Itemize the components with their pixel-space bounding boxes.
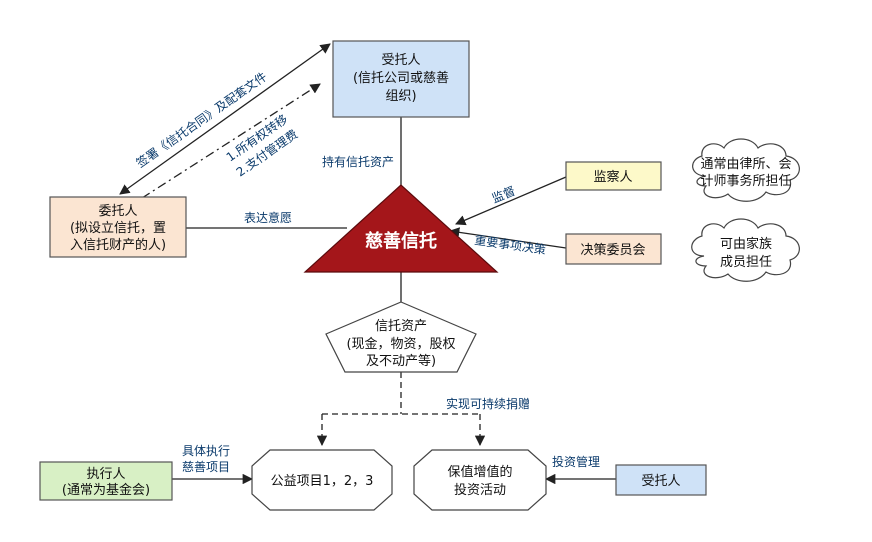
committee-node: 决策委员会 [565, 233, 662, 265]
sustainable-donation-label: 实现可持续捐赠 [446, 396, 530, 411]
trustee-top-line-3: 组织) [385, 89, 416, 104]
investment-line-2: 投资活动 [454, 482, 506, 498]
execute-projects-label-1: 具体执行 [182, 444, 230, 458]
major-decisions-label: 重要事项决策 [474, 233, 547, 257]
settlor-line-1: 委托人 [98, 204, 137, 219]
executor-node: 执行人 (通常为基金会) [39, 461, 173, 501]
execute-projects-label-2: 慈善项目 [182, 459, 230, 474]
committee-label: 决策委员会 [580, 242, 645, 258]
decision-arrow [448, 227, 567, 249]
ownership-transfer-arrow [141, 83, 321, 199]
settlor-line-3: 入信托财产的人) [70, 237, 166, 253]
executor-line-2: (通常为基金会) [62, 482, 150, 498]
cloud-committee-line-1: 可由家族 [720, 236, 772, 252]
hold-assets-label: 持有信托资产 [322, 154, 394, 169]
donation-dashed-branch [322, 372, 480, 415]
public-projects-label: 公益项目1，2，3 [271, 474, 374, 489]
cloud-committee-line-2: 成员担任 [720, 255, 772, 270]
public-projects-node: 公益项目1，2，3 [251, 449, 393, 511]
supervise-arrow [455, 176, 567, 226]
investment-line-1: 保值增值的 [447, 464, 512, 480]
supervisor-node: 监察人 [565, 161, 662, 191]
sign-contract-arrow [119, 43, 331, 195]
trust-assets-line-3: 及不动产等) [366, 353, 436, 369]
trust-assets-line-1: 信托资产 [375, 319, 427, 334]
supervise-label: 监督 [490, 183, 518, 206]
trustee-top-line-1: 受托人 [381, 53, 420, 68]
invest-management-label: 投资管理 [552, 454, 600, 469]
charity-trust-label: 慈善信托 [365, 230, 437, 252]
charity-trust-node: 慈善信托 [303, 184, 499, 273]
trustee-bottom-node: 受托人 [615, 464, 707, 496]
cloud-supervisor-line-2: 计师事务所担任 [700, 173, 791, 189]
cloud-supervisor-line-1: 通常由律所、会 [700, 157, 791, 172]
sign-contract-label: 签署《信托合同》及配套文件 [133, 69, 269, 171]
express-wish-label: 表达意愿 [244, 210, 292, 225]
supervisor-label: 监察人 [593, 170, 632, 185]
settlor-line-2: (拟设立信托，置 [70, 221, 166, 236]
executor-line-1: 执行人 [86, 467, 125, 482]
trustee-top-node: 受托人 (信托公司或慈善 组织) [332, 40, 470, 118]
investment-node: 保值增值的 投资活动 [413, 449, 547, 511]
trustee-top-line-2: (信托公司或慈善 [353, 70, 449, 86]
settlor-node: 委托人 (拟设立信托，置 入信托财产的人) [49, 196, 187, 258]
trust-assets-line-2: (现金，物资，股权 [346, 336, 455, 352]
cloud-committee-note: 可由家族 成员担任 [691, 218, 800, 282]
cloud-supervisor-note: 通常由律所、会 计师事务所担任 [692, 138, 800, 202]
trustee-bottom-label: 受托人 [641, 474, 680, 489]
trust-assets-node: 信托资产 (现金，物资，股权 及不动产等) [325, 301, 477, 373]
